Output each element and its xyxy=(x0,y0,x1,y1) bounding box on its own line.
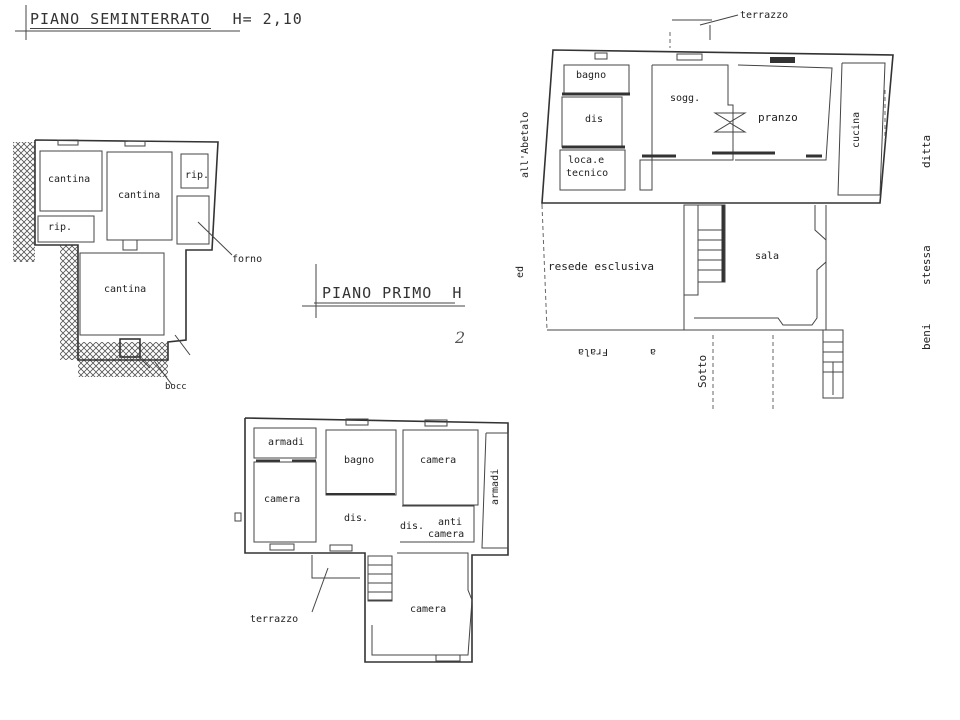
first-room-dis-1: dis. xyxy=(344,513,369,524)
basement-title: PIANO SEMINTERRATO xyxy=(30,10,211,29)
boundary-frala: Frala xyxy=(578,346,609,357)
boundary-beni: beni xyxy=(920,323,933,351)
first-room-anti: anti xyxy=(438,517,463,528)
boundary-all-abetalo: all'Abetalo xyxy=(520,111,531,178)
first-room-camera-3: camera xyxy=(410,604,447,615)
first-room-armadi-1: armadi xyxy=(268,437,305,448)
ground-room-tecnico: tecnico xyxy=(566,168,609,179)
first-floor-plan xyxy=(234,417,509,663)
ground-room-cucina: cucina xyxy=(851,111,862,148)
first-floor-title-suffix: H xyxy=(452,284,463,302)
first-room-dis-2: dis. xyxy=(400,521,425,532)
first-room-armadi-2: armadi xyxy=(490,468,501,505)
basement-room-rip-2: rip. xyxy=(48,222,73,233)
basement-plan xyxy=(13,139,233,386)
boundary-stessa: stessa xyxy=(920,245,933,285)
basement-label-bocca: bocc xyxy=(165,382,187,392)
ground-room-pranzo: pranzo xyxy=(758,111,798,124)
first-room-anticamera: camera xyxy=(428,529,465,540)
first-floor-title: PIANO PRIMO xyxy=(322,284,433,302)
boundary-a: a xyxy=(650,346,657,357)
ground-room-bagno: bagno xyxy=(576,70,607,81)
boundary-sotto: Sotto xyxy=(696,354,709,388)
basement-room-rip-1: rip. xyxy=(185,170,210,181)
ground-room-locale: loca.e xyxy=(568,155,605,166)
first-floor-title-row: PIANO PRIMO H xyxy=(322,284,462,302)
ground-room-soggiorno: sogg. xyxy=(670,93,701,104)
basement-room-cantina-3: cantina xyxy=(104,284,147,295)
first-room-bagno: bagno xyxy=(344,455,375,466)
basement-room-cantina-1: cantina xyxy=(48,174,91,185)
basement-height: H= 2,10 xyxy=(232,10,303,28)
ground-floor-plan xyxy=(541,14,894,410)
basement-label-forno: forno xyxy=(232,254,263,265)
ground-area-resede: resede esclusiva xyxy=(548,260,654,273)
ground-room-dis: dis xyxy=(585,114,604,125)
basement-title-frame xyxy=(15,5,240,40)
first-room-camera-2: camera xyxy=(264,494,301,505)
first-floor-title-frame xyxy=(302,264,465,318)
basement-room-cantina-2: cantina xyxy=(118,190,161,201)
basement-title-row: PIANO SEMINTERRATO H= 2,10 xyxy=(30,10,303,29)
first-room-camera-1: camera xyxy=(420,455,457,466)
ground-label-terrazzo: terrazzo xyxy=(740,10,789,21)
ground-room-sala: sala xyxy=(755,251,780,262)
first-label-terrazzo: terrazzo xyxy=(250,614,299,625)
handwritten-mark: 2 xyxy=(455,328,466,347)
boundary-ed: ed xyxy=(515,265,526,278)
boundary-ditta: ditta xyxy=(920,134,933,168)
